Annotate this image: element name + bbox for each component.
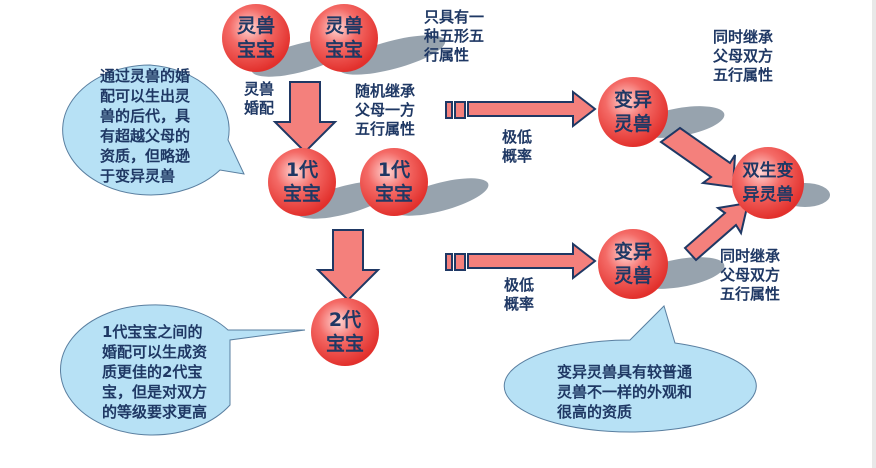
label-both-inherit-bottom: 同时继承 父母双方 五行属性 xyxy=(720,247,781,303)
arrow-diag-down xyxy=(659,126,736,189)
bubble-gen2-shape xyxy=(59,304,306,436)
label-low-prob-bottom: 极低 概率 xyxy=(504,276,535,313)
node-gen1-b: 1代 宝宝 xyxy=(374,159,413,205)
arrows xyxy=(272,81,750,302)
right-border xyxy=(872,0,876,468)
bubble-mutant-shape xyxy=(503,305,757,433)
arrow-down-mating xyxy=(272,81,338,154)
node-parent-1: 灵兽 宝宝 xyxy=(236,15,275,61)
arrow-down-gen2 xyxy=(315,229,381,302)
node-twin-mutant: 双生变 异灵兽 xyxy=(742,161,794,205)
label-low-prob-top: 极低 概率 xyxy=(502,128,533,165)
node-gen2: 2代 宝宝 xyxy=(325,309,364,355)
bubble-breeding-shape xyxy=(62,64,245,196)
node-mutant-top: 变异 灵兽 xyxy=(613,89,652,135)
node-parent-2: 灵兽 宝宝 xyxy=(324,15,363,61)
bubble-mutant-note: 变异灵兽具有较普通 灵兽不一样的外观和 很高的资质 xyxy=(557,363,693,421)
node-mutant-bottom: 变异 灵兽 xyxy=(613,241,652,287)
label-mating: 灵兽 婚配 xyxy=(244,80,275,117)
arrow-diag-up xyxy=(683,201,750,262)
label-single-element: 只具有一 种五形五 行属性 xyxy=(424,8,485,64)
label-random-inherit: 随机继承 父母一方 五行属性 xyxy=(355,82,416,138)
label-both-inherit-top: 同时继承 父母双方 五行属性 xyxy=(713,28,774,84)
bubble-gen2-note: 1代宝宝之间的 婚配可以生成资 质更佳的2代宝 宝，但是对双方 的等级要求更高 xyxy=(102,323,208,421)
node-gen1-a: 1代 宝宝 xyxy=(282,159,321,205)
arrow-right-top xyxy=(467,89,597,129)
arrow-right-bottom xyxy=(467,241,597,281)
bubble-breeding-note: 通过灵兽的婚 配可以生出灵 兽的后代，具 有超越父母的 资质，但略逊 于变异灵兽 xyxy=(100,67,191,185)
balls xyxy=(222,4,804,366)
